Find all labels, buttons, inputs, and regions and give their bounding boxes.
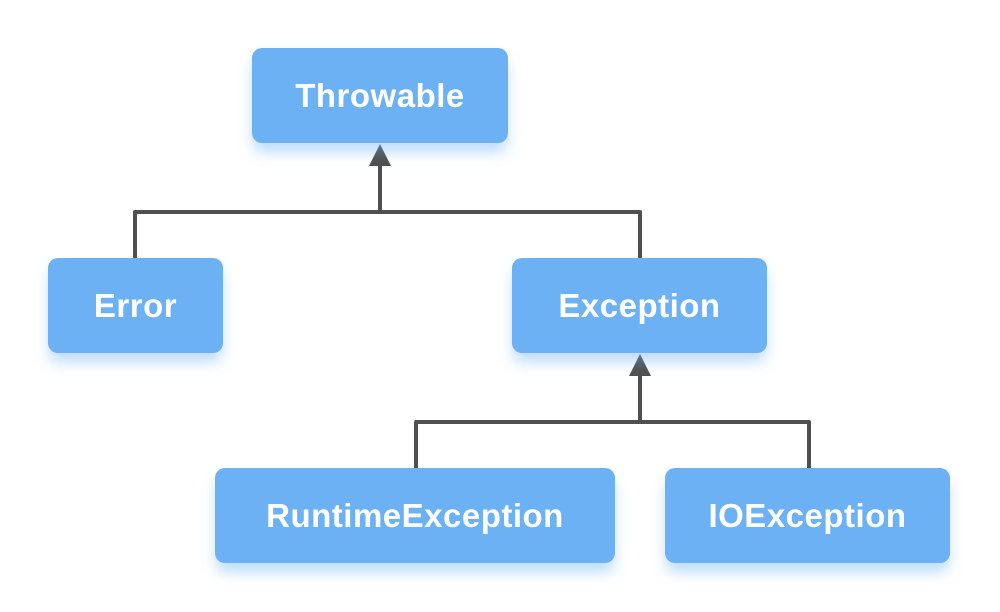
arrow-up-icon [629,354,651,376]
arrow-up-icon [369,144,391,166]
node-exception: Exception [512,258,767,353]
node-throwable-label: Throwable [295,76,465,114]
node-error: Error [48,258,223,353]
edge-error-exception-bus [133,210,642,258]
node-throwable: Throwable [252,48,508,143]
node-io-exception: IOException [665,468,950,563]
node-runtime-exception: RuntimeException [215,468,615,563]
node-io-exception-label: IOException [708,496,907,534]
node-error-label: Error [93,286,178,324]
node-runtime-exception-label: RuntimeException [266,496,564,534]
node-exception-label: Exception [558,286,721,324]
edge-runtime-io-bus [414,420,811,468]
